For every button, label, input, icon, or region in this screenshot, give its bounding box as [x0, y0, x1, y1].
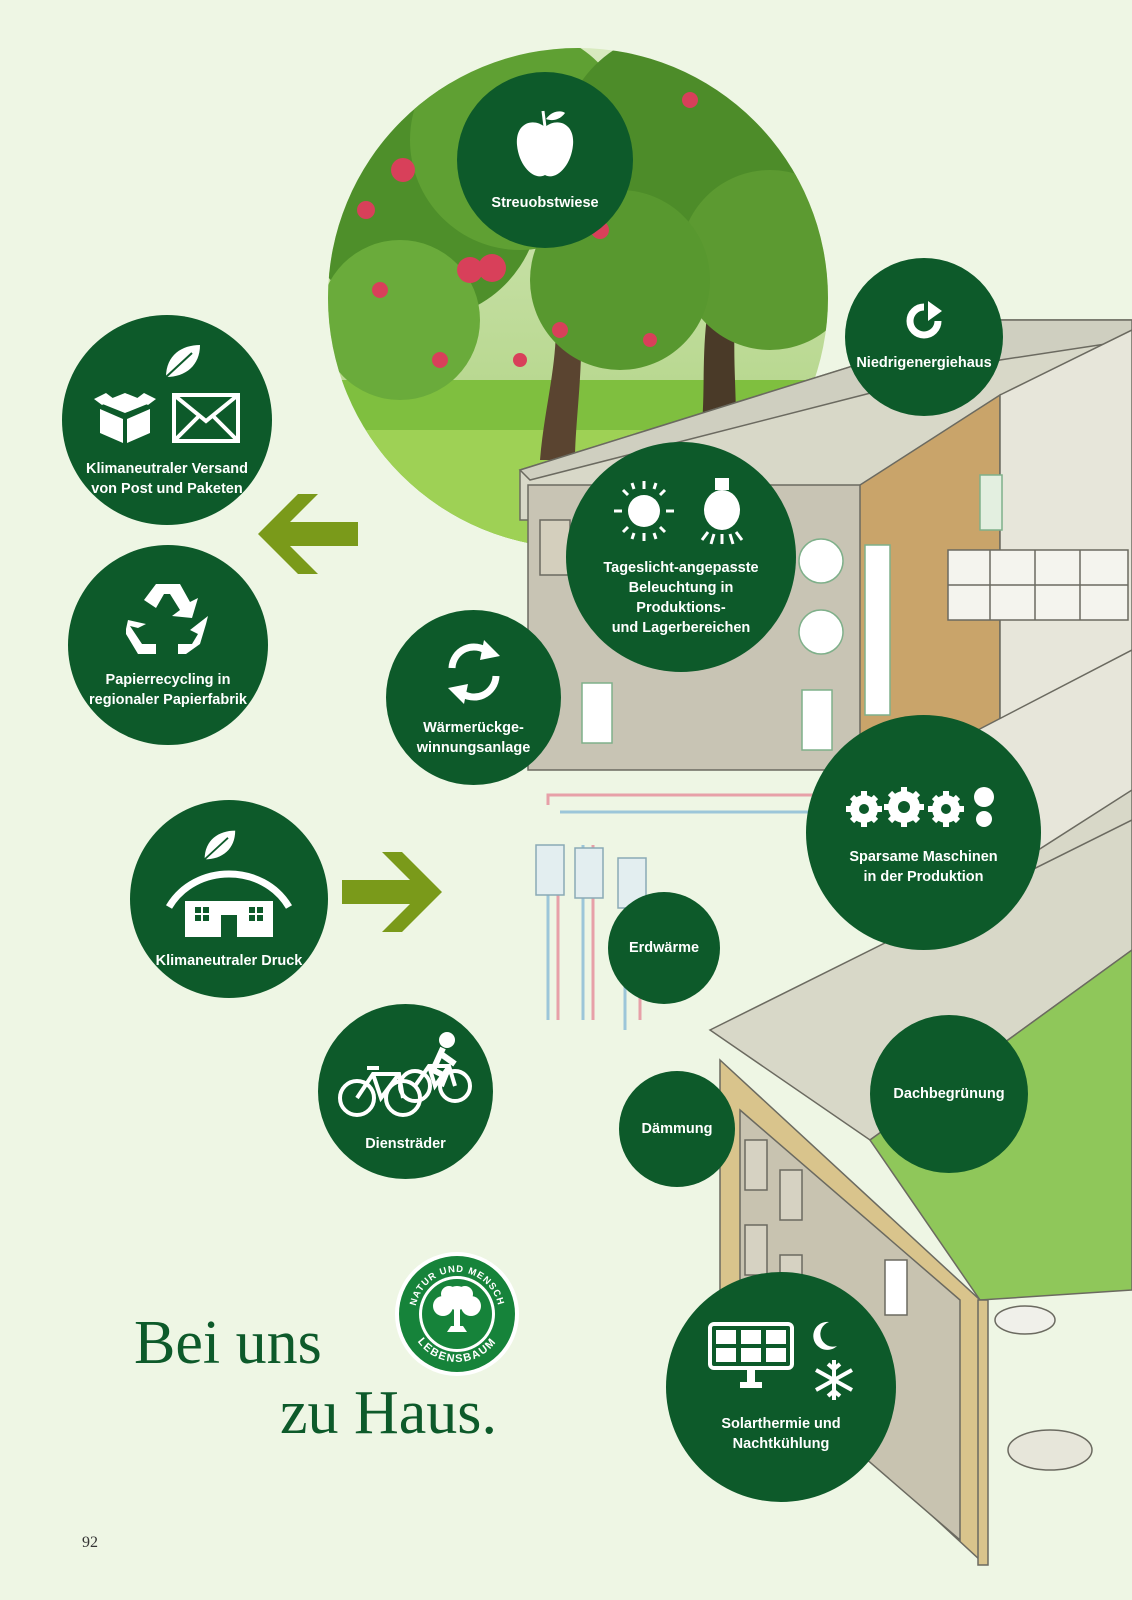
lebensbaum-logo: NATUR UND MENSCH LEBENSBAUM [395, 1252, 519, 1376]
recycling-icon [126, 584, 208, 654]
circle-maschinen: Sparsame Maschinen in der Produktion [806, 715, 1041, 950]
circle-daemmung: Dämmung [619, 1071, 735, 1187]
box-icon [94, 393, 156, 443]
label-druck: Klimaneutraler Druck [155, 953, 303, 969]
rotate-arrow-icon [906, 301, 942, 339]
label-papierrecycling: Papierrecycling in regionaler Papierfabr… [89, 672, 247, 708]
leaf-icon [203, 830, 236, 861]
page-title-line2: zu Haus. [280, 1379, 497, 1447]
label-daemmung: Dämmung [641, 1121, 713, 1137]
circle-druck: Klimaneutraler Druck [130, 800, 328, 998]
gears-icon [845, 786, 994, 827]
house-icon [165, 870, 293, 937]
circle-niedrigenergiehaus: Niedrigenergiehaus [845, 258, 1003, 416]
circle-streuobstwiese: Streuobstwiese [457, 72, 633, 248]
label-dachbegruenung: Dachbegrünung [893, 1086, 1005, 1102]
circle-versand: Klimaneutraler Versand von Post und Pake… [62, 315, 272, 525]
apple-icon [516, 110, 574, 177]
lightbulb-icon [700, 478, 744, 545]
circle-waermerueckgewinnung: Wärmerückge- winnungsanlage [386, 610, 561, 785]
solar-panel-icon [708, 1322, 794, 1388]
label-erdwaerme: Erdwärme [628, 940, 700, 956]
snowflake-icon [815, 1360, 853, 1400]
label-maschinen: Sparsame Maschinen in der Produktion [849, 848, 998, 885]
label-streuobstwiese: Streuobstwiese [491, 195, 599, 211]
arrow-left-icon [258, 494, 358, 574]
moon-icon [813, 1321, 837, 1350]
label-solarthermie: Solarthermie und Nachtkühlung [721, 1416, 841, 1452]
sun-icon [614, 481, 674, 541]
tree-icon [433, 1286, 481, 1332]
label-dienstraeder: Diensträder [365, 1135, 446, 1152]
page-title-line1: Bei uns [134, 1309, 322, 1377]
arrow-right-icon [342, 852, 442, 932]
bicycle-icon [337, 1031, 472, 1117]
leaf-icon [165, 345, 200, 378]
page-number: 92 [82, 1534, 98, 1551]
circle-solarthermie: Solarthermie und Nachtkühlung [666, 1272, 896, 1502]
label-versand: Klimaneutraler Versand von Post und Pake… [86, 461, 248, 497]
circle-erdwaerme: Erdwärme [608, 892, 720, 1004]
label-tageslicht: Tageslicht-angepasste Beleuchtung in Pro… [603, 560, 759, 636]
cycle-arrows-icon [447, 639, 500, 704]
circle-papierrecycling: Papierrecycling in regionaler Papierfabr… [68, 545, 268, 745]
envelope-icon [172, 393, 240, 443]
circle-tageslicht: Tageslicht-angepasste Beleuchtung in Pro… [566, 442, 796, 672]
label-waermerueckgewinnung: Wärmerückge- winnungsanlage [416, 719, 531, 756]
circle-dienstraeder: Diensträder [318, 1004, 493, 1179]
label-niedrigenergiehaus: Niedrigenergiehaus [856, 355, 992, 371]
circle-dachbegruenung: Dachbegrünung [870, 1015, 1028, 1173]
